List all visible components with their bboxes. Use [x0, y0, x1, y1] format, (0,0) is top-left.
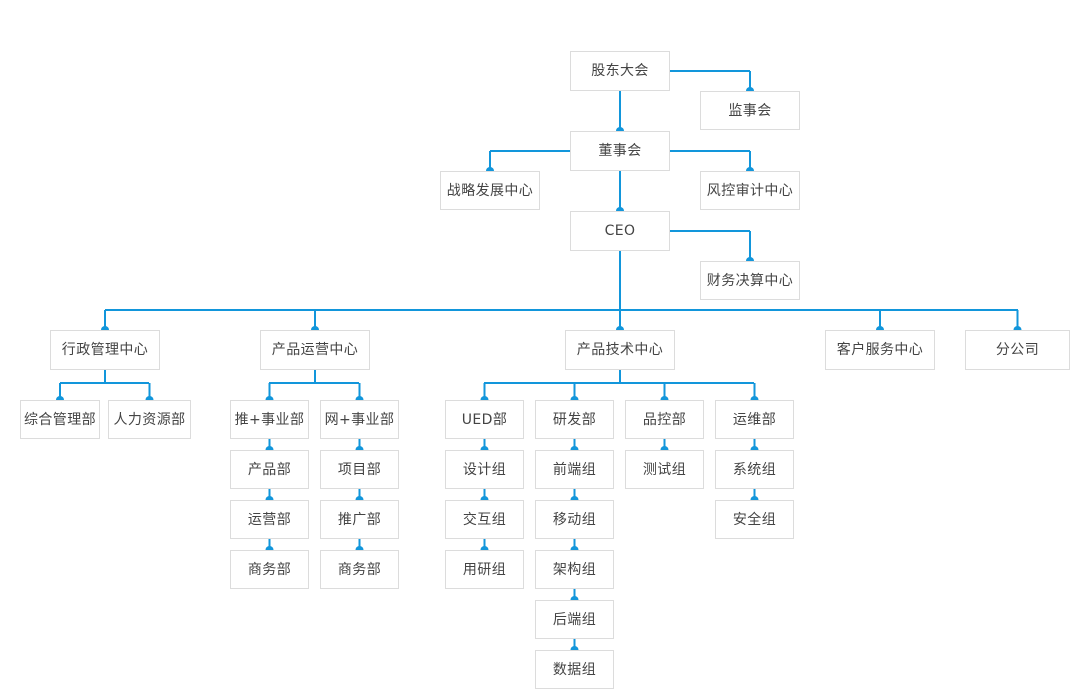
org-node-label: 战略发展中心	[446, 182, 534, 199]
org-node-ceo[interactable]: CEO	[570, 211, 670, 251]
org-node-label: 商务部	[247, 561, 292, 578]
org-node-label: 监事会	[728, 102, 772, 119]
org-node-label: 推广部	[337, 511, 382, 528]
org-node-label: 品控部	[642, 411, 687, 428]
org-node-data-team[interactable]: 数据组	[535, 650, 614, 689]
org-node-admin[interactable]: 行政管理中心	[50, 330, 160, 370]
org-node-label: 前端组	[552, 461, 597, 478]
org-node-general-mgmt[interactable]: 综合管理部	[20, 400, 100, 439]
org-node-test-team[interactable]: 测试组	[625, 450, 704, 489]
org-node-label: 产品运营中心	[271, 342, 359, 358]
org-node-ued[interactable]: UED部	[445, 400, 524, 439]
org-node-label: 综合管理部	[24, 411, 96, 428]
org-node-wang-biz[interactable]: 网+事业部	[320, 400, 399, 439]
org-node-label: 财务决算中心	[706, 272, 794, 289]
org-node-rd[interactable]: 研发部	[535, 400, 614, 439]
org-node-custservice[interactable]: 客户服务中心	[825, 330, 935, 370]
org-node-prodops[interactable]: 产品运营中心	[260, 330, 370, 370]
org-node-architecture[interactable]: 架构组	[535, 550, 614, 589]
org-node-design-team[interactable]: 设计组	[445, 450, 524, 489]
org-node-label: 运营部	[247, 511, 292, 528]
org-node-label: 数据组	[552, 661, 597, 678]
org-node-label: 人力资源部	[113, 411, 186, 428]
org-node-label: 风控审计中心	[706, 182, 794, 199]
org-node-qa[interactable]: 品控部	[625, 400, 704, 439]
org-node-label: CEO	[604, 223, 636, 239]
org-node-label: 移动组	[552, 511, 597, 528]
org-node-label: 测试组	[642, 461, 687, 478]
org-node-finance[interactable]: 财务决算中心	[700, 261, 800, 300]
org-node-label: 运维部	[732, 411, 777, 428]
org-node-security-team[interactable]: 安全组	[715, 500, 794, 539]
org-node-product-dept[interactable]: 产品部	[230, 450, 309, 489]
org-node-label: 用研组	[462, 561, 507, 578]
org-node-tui-biz[interactable]: 推+事业部	[230, 400, 309, 439]
org-node-userresearch[interactable]: 用研组	[445, 550, 524, 589]
org-node-frontend[interactable]: 前端组	[535, 450, 614, 489]
org-node-ops-dept[interactable]: 运营部	[230, 500, 309, 539]
org-node-biz-dept-1[interactable]: 商务部	[230, 550, 309, 589]
org-node-project-dept[interactable]: 项目部	[320, 450, 399, 489]
org-node-label: 架构组	[552, 561, 597, 578]
org-node-interaction[interactable]: 交互组	[445, 500, 524, 539]
org-node-devops[interactable]: 运维部	[715, 400, 794, 439]
org-node-label: 推+事业部	[234, 411, 305, 428]
org-node-system-team[interactable]: 系统组	[715, 450, 794, 489]
org-node-label: 交互组	[462, 511, 507, 528]
org-node-board[interactable]: 董事会	[570, 131, 670, 171]
org-node-label: 行政管理中心	[61, 342, 149, 358]
org-node-label: 研发部	[552, 411, 597, 428]
org-node-backend[interactable]: 后端组	[535, 600, 614, 639]
org-node-label: 董事会	[598, 143, 642, 159]
org-node-hr[interactable]: 人力资源部	[108, 400, 191, 439]
org-node-mobile[interactable]: 移动组	[535, 500, 614, 539]
org-node-label: UED部	[461, 411, 508, 428]
org-node-shareholders[interactable]: 股东大会	[570, 51, 670, 91]
org-node-label: 商务部	[337, 561, 382, 578]
org-node-promo-dept[interactable]: 推广部	[320, 500, 399, 539]
org-node-label: 系统组	[732, 461, 777, 478]
org-node-biz-dept-2[interactable]: 商务部	[320, 550, 399, 589]
org-node-strategy[interactable]: 战略发展中心	[440, 171, 540, 210]
org-node-riskaudit[interactable]: 风控审计中心	[700, 171, 800, 210]
org-node-label: 项目部	[337, 461, 382, 478]
org-node-label: 产品技术中心	[576, 342, 664, 358]
org-node-label: 网+事业部	[324, 411, 395, 428]
org-node-label: 安全组	[732, 511, 777, 528]
org-node-supervisory[interactable]: 监事会	[700, 91, 800, 130]
org-node-label: 产品部	[247, 461, 292, 478]
org-node-label: 股东大会	[591, 63, 649, 79]
org-node-branch[interactable]: 分公司	[965, 330, 1070, 370]
org-node-prodtech[interactable]: 产品技术中心	[565, 330, 675, 370]
org-node-label: 后端组	[552, 611, 597, 628]
org-node-label: 客户服务中心	[836, 342, 924, 358]
org-node-label: 设计组	[462, 461, 507, 478]
org-node-label: 分公司	[995, 342, 1040, 358]
